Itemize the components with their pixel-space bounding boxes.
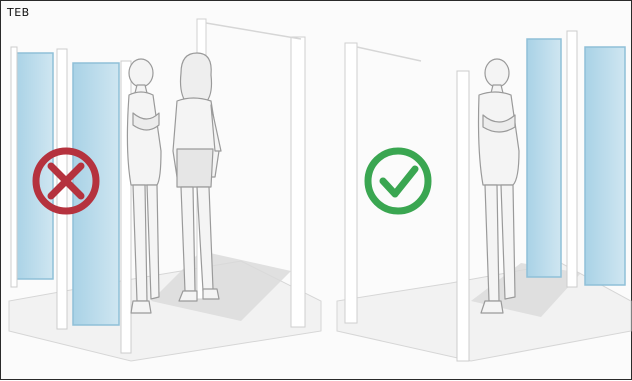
glass-panel-3 [527, 39, 561, 277]
left-frame [345, 43, 357, 323]
person-figure [479, 59, 520, 313]
right-frame [291, 37, 305, 327]
door-post [457, 71, 469, 361]
check-mark-icon [368, 151, 428, 211]
glass-panel-4 [585, 47, 625, 285]
door-post-3 [567, 31, 577, 287]
panel-correct [337, 31, 631, 361]
glass-panel-1 [15, 53, 53, 279]
panel-incorrect [9, 19, 321, 361]
ceiling-edge [206, 23, 301, 39]
person-figure [127, 59, 161, 313]
glass-frame-1 [11, 47, 17, 287]
ceiling-edge [357, 47, 421, 61]
